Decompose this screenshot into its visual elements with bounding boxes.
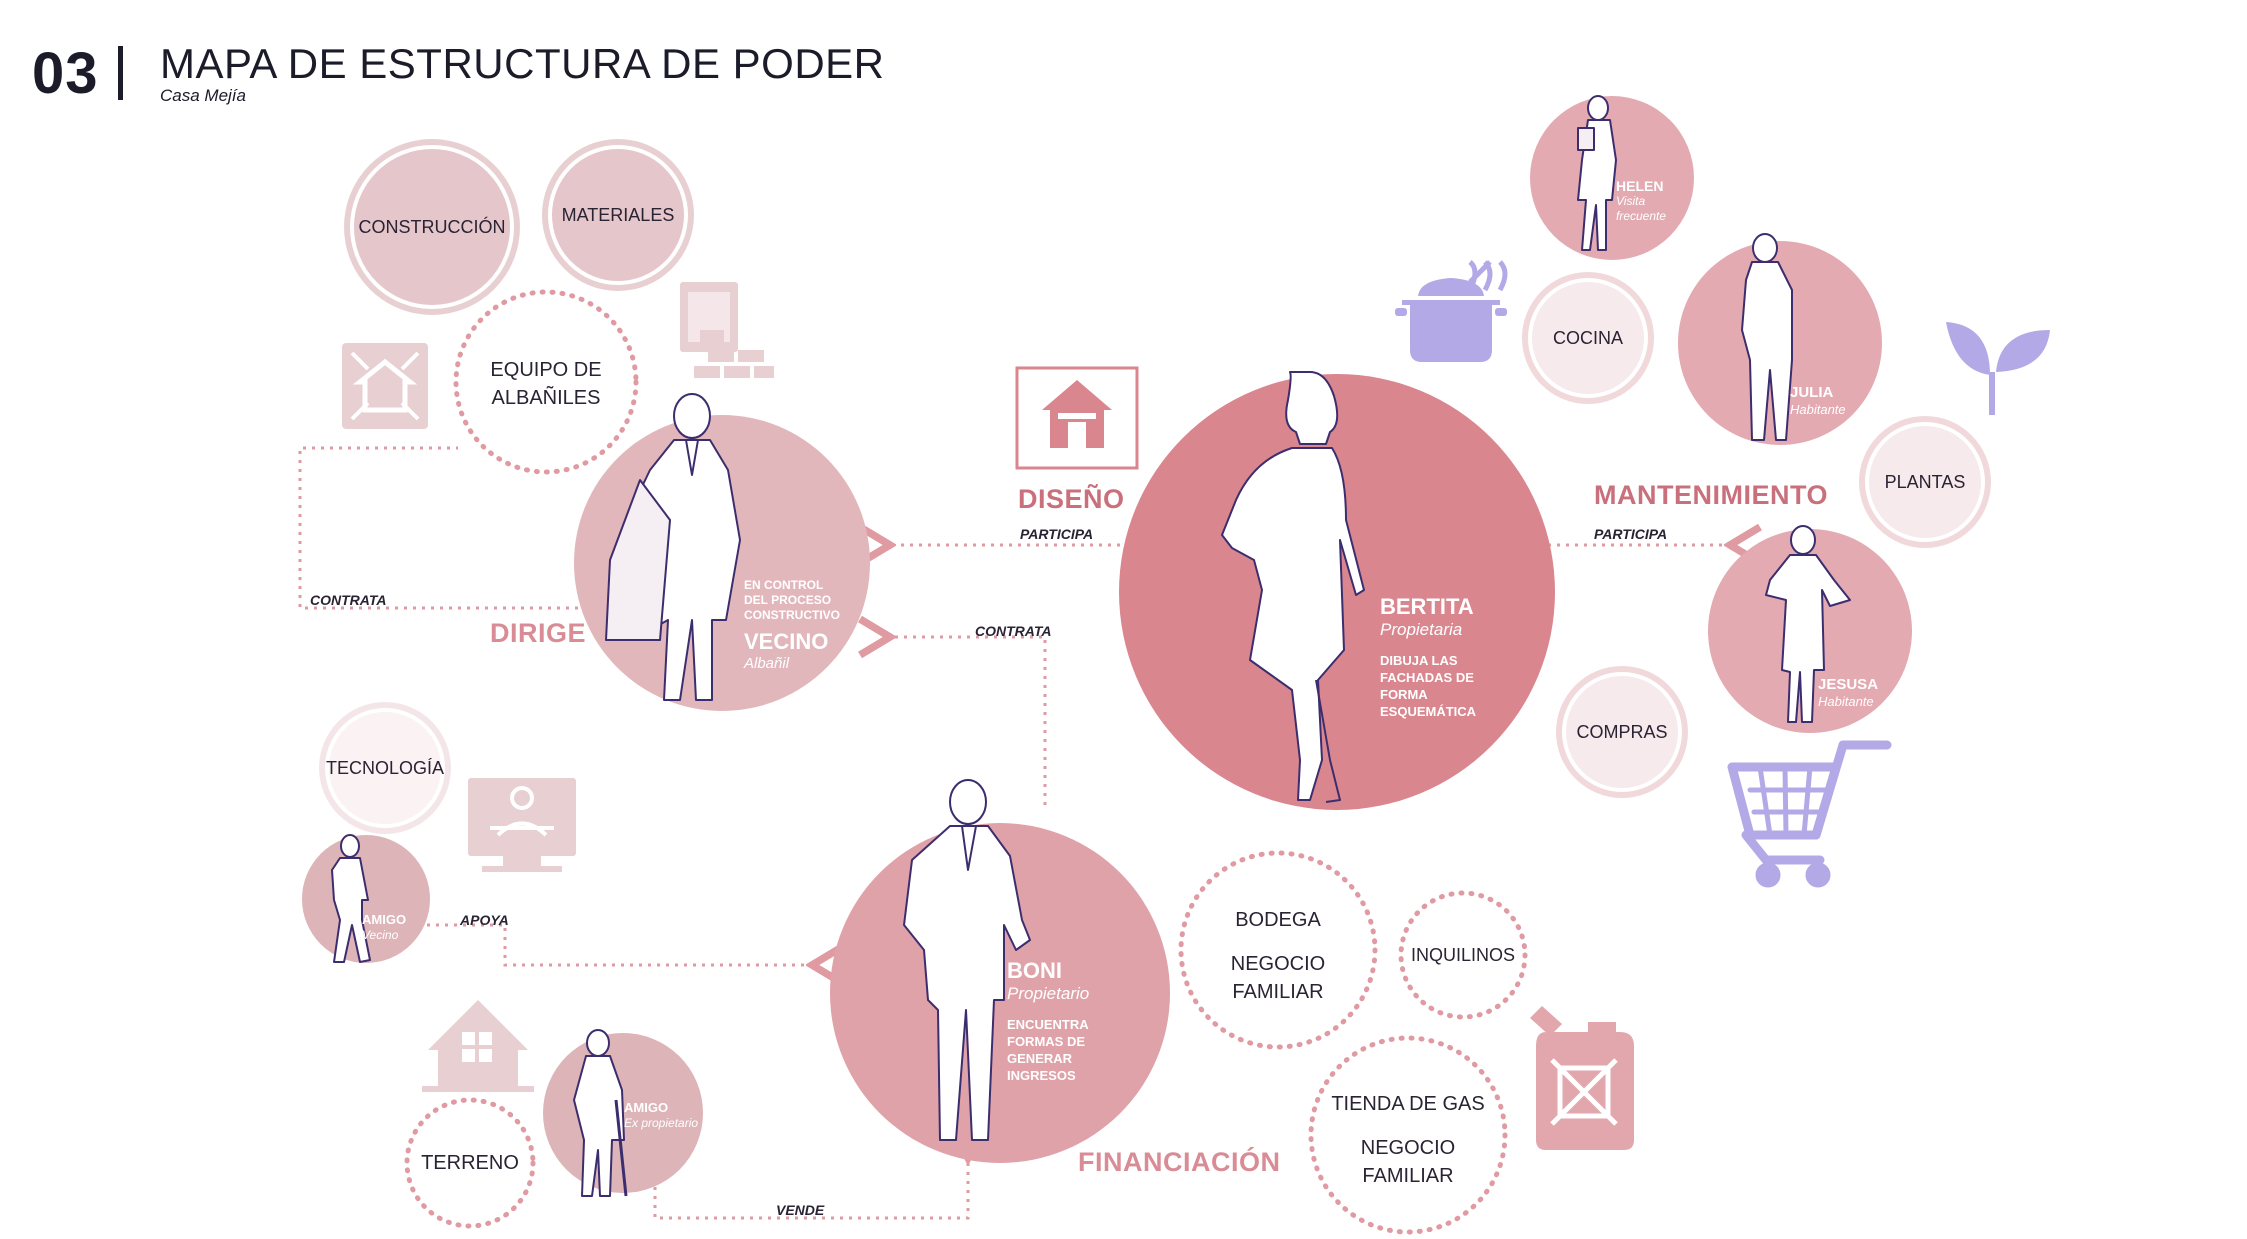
gas-negocio-line1: NEGOCIO — [1360, 1137, 1456, 1159]
boni-role: Propietario — [1007, 984, 1090, 1003]
gas-can-icon — [1530, 1006, 1634, 1150]
jesusa-figure — [1765, 525, 1851, 723]
julia-figure — [1741, 233, 1793, 441]
worker-monitor-icon — [468, 778, 576, 872]
boni-figure — [903, 779, 1031, 1141]
amigo-ex-role: Ex propietario — [624, 1116, 699, 1130]
julia-name: JULIA — [1790, 384, 1834, 401]
cooking-pot-icon — [1395, 260, 1508, 362]
house-door-icon — [1015, 366, 1139, 470]
vecino-figure — [605, 393, 741, 701]
vecino-name: VECINO — [744, 629, 829, 654]
cocina-label: COCINA — [1552, 328, 1623, 348]
materiales-circle-inner — [548, 145, 688, 285]
tecnologia-label: TECNOLOGÍA — [325, 758, 445, 778]
compras-circle-inner — [1562, 672, 1682, 792]
apoya-connector — [400, 923, 812, 965]
page-subtitle: Casa Mejía — [160, 86, 246, 105]
inquilinos-dotted-circle — [1398, 890, 1528, 1020]
amigo-vecino-figure — [331, 834, 371, 963]
materiales-label: MATERIALES — [561, 205, 675, 225]
connectors — [298, 446, 1730, 1220]
amigo-vecino-role: Vecino — [362, 928, 399, 942]
terreno-label: TERRENO — [421, 1152, 519, 1174]
vecino-desc-line1: EN CONTROL — [744, 578, 824, 592]
bertita-role: Propietaria — [1380, 620, 1463, 639]
amigo-ex-name: AMIGO — [624, 1100, 669, 1115]
inquilinos-label: INQUILINOS — [1410, 945, 1516, 965]
vecino-desc-line2: DEL PROCESO — [744, 593, 832, 607]
bertita-desc-line3: FORMA — [1380, 687, 1428, 702]
vecino-role: Albañil — [744, 655, 790, 672]
bertita-desc-line1: DIBUJA LAS — [1380, 653, 1458, 668]
contrata-left-connector — [298, 446, 596, 610]
apoya-label: APOYA — [460, 912, 509, 928]
diseno-label: DISEÑO — [1018, 484, 1125, 514]
compras-label: COMPRAS — [1576, 722, 1668, 742]
boni-desc-line1: ENCUENTRA — [1007, 1017, 1089, 1032]
tecnologia-circle-inner — [325, 708, 445, 828]
amigo-vecino-name: AMIGO — [362, 912, 407, 927]
shopping-cart-icon — [1727, 740, 1892, 888]
helen-figure — [1577, 95, 1617, 251]
contrata-center-label: CONTRATA — [975, 623, 1052, 639]
plantas-label: PLANTAS — [1884, 472, 1966, 492]
bertita-desc-line2: FACHADAS DE — [1380, 670, 1474, 685]
boni-name: BONI — [1007, 958, 1062, 983]
construccion-circle-inner — [350, 145, 514, 309]
page-title: MAPA DE ESTRUCTURA DE PODER — [160, 40, 885, 87]
resource-circles — [319, 139, 1991, 834]
bodega-dotted-circle — [1178, 850, 1378, 1050]
plant-icon — [1946, 322, 2050, 415]
vende-label: VENDE — [776, 1202, 825, 1218]
bertita-desc-line4: ESQUEMÁTICA — [1380, 704, 1477, 719]
amigo-ex-figure — [573, 1029, 628, 1197]
contrata-left-label: CONTRATA — [310, 592, 387, 608]
equipo-dotted-circle — [453, 289, 639, 475]
contrata-center-connector — [890, 637, 1047, 805]
boni-desc-line2: FORMAS DE — [1007, 1034, 1085, 1049]
participa-right-label: PARTICIPA — [1594, 526, 1668, 542]
bodega-negocio-line1: NEGOCIO — [1230, 953, 1326, 975]
figures — [331, 95, 1851, 1197]
helen-role-line2: frecuente — [1616, 209, 1667, 223]
cocina-circle-inner — [1528, 278, 1648, 398]
helen-role-line1: Visita — [1616, 194, 1646, 208]
house-window-icon — [422, 1000, 534, 1092]
plantas-circle-inner — [1865, 422, 1985, 542]
jesusa-name: JESUSA — [1818, 676, 1879, 693]
header-divider — [118, 46, 123, 100]
vende-connector — [653, 1158, 968, 1220]
financiacion-label: FINANCIACIÓN — [1078, 1147, 1281, 1177]
bertita-name: BERTITA — [1380, 594, 1474, 619]
bodega-negocio-line2: FAMILIAR — [1232, 981, 1324, 1003]
vecino-desc-line3: CONSTRUCTIVO — [744, 608, 840, 622]
dirige-label: DIRIGE — [490, 618, 587, 648]
expand-house-icon — [342, 343, 428, 429]
boni-desc-line4: INGRESOS — [1007, 1068, 1076, 1083]
boni-desc-line3: GENERAR — [1007, 1051, 1073, 1066]
brick-wall-icon — [680, 282, 774, 378]
equipo-label-line1: EQUIPO DE — [490, 359, 602, 381]
construccion-label: CONSTRUCCIÓN — [358, 217, 506, 237]
page-number: 03 — [32, 41, 99, 106]
mantenimiento-label: MANTENIMIENTO — [1594, 480, 1828, 510]
helen-name: HELEN — [1616, 178, 1664, 194]
icons — [342, 260, 2050, 1150]
gas-negocio-line2: FAMILIAR — [1362, 1165, 1454, 1187]
terreno-dotted-circle — [404, 1097, 536, 1229]
participa-left-label: PARTICIPA — [1020, 526, 1094, 542]
equipo-label-line2: ALBAÑILES — [491, 387, 601, 409]
bodega-label: BODEGA — [1235, 909, 1321, 931]
gas-dotted-circle — [1308, 1035, 1508, 1235]
dotted-circles — [404, 289, 1528, 1235]
julia-role: Habitante — [1790, 402, 1846, 417]
bertita-figure — [1221, 371, 1365, 803]
jesusa-role: Habitante — [1818, 694, 1874, 709]
gas-label: TIENDA DE GAS — [1331, 1093, 1485, 1115]
